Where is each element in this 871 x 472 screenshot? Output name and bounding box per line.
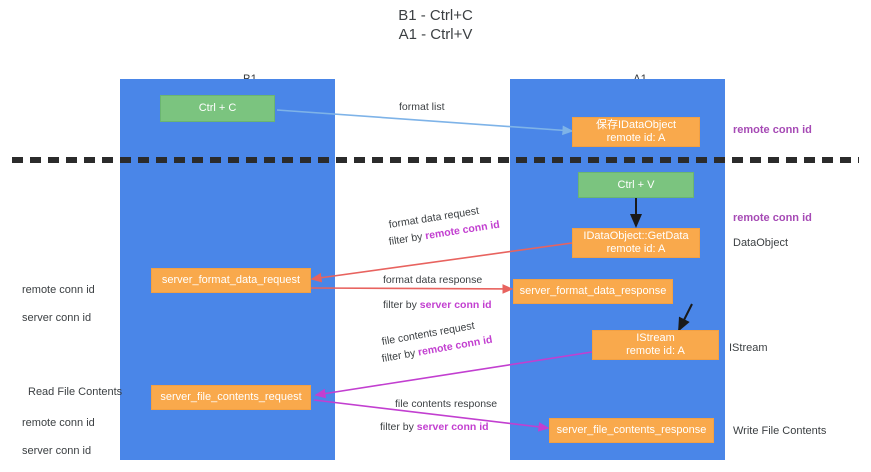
edge-label-highlight: server conn id: [419, 299, 492, 311]
edge-label-format-data-response-line2: filter by server conn id: [383, 299, 492, 312]
annotation-left-conn-ids-2: remote conn id server conn id: [22, 402, 95, 472]
annotation-left-remote-conn-id: remote conn id: [22, 284, 95, 296]
edge-label-file-contents-response: file contents response filter by server …: [380, 398, 498, 434]
annotation-left-server-conn-id: server conn id: [22, 312, 92, 324]
annotation-right-remote-conn-id-getdata: remote conn id: [733, 212, 812, 224]
node-server-file-contents-request[interactable]: server_file_contents_request: [151, 385, 311, 410]
node-save-idataobject[interactable]: 保存IDataObject remote id: A: [572, 117, 700, 147]
annotation-right-dataobject: DataObject: [733, 237, 789, 249]
annotation-right-write-file-contents: Write File Contents: [733, 425, 827, 437]
annotation-left-remote-conn-id-2: remote conn id: [22, 417, 95, 429]
edge-label-file-contents-request: file contents request filter by remote c…: [380, 320, 494, 366]
node-ctrl-c[interactable]: Ctrl + C: [160, 95, 275, 122]
edge-label-format-data-request: format data request filter by remote con…: [387, 205, 501, 249]
edge-label-format-data-response: format data response filter by server co…: [383, 274, 492, 312]
annotation-left-read-file-contents: Read File Contents: [28, 386, 123, 398]
node-istream[interactable]: IStream remote id: A: [592, 330, 719, 360]
annotation-left-conn-ids: remote conn id server conn id: [22, 269, 95, 339]
node-ctrl-v[interactable]: Ctrl + V: [578, 172, 694, 198]
edge-label-prefix: filter by: [380, 346, 420, 365]
node-server-file-contents-response[interactable]: server_file_contents_response: [549, 418, 714, 443]
page-title: B1 - Ctrl+C A1 - Ctrl+V: [398, 7, 473, 43]
edge-label-prefix: filter by: [380, 421, 417, 433]
edge-label-format-list: format list: [399, 101, 445, 113]
annotation-right-remote-conn-id-top: remote conn id: [733, 124, 812, 136]
edge-label-file-contents-response-line2: filter by server conn id: [380, 421, 497, 434]
edge-label-format-data-response-line1: format data response: [383, 274, 483, 286]
node-idataobject-getdata[interactable]: IDataObject::GetData remote id: A: [572, 228, 700, 258]
annotation-right-istream: IStream: [729, 342, 768, 354]
annotation-left-server-conn-id-2: server conn id: [22, 445, 92, 457]
edge-label-prefix: filter by: [387, 230, 427, 248]
node-server-format-data-request[interactable]: server_format_data_request: [151, 268, 311, 293]
edge-label-file-contents-response-line1: file contents response: [395, 398, 498, 410]
edge-label-highlight: server conn id: [416, 421, 489, 433]
edge-label-prefix: filter by: [383, 299, 420, 311]
node-server-format-data-response[interactable]: server_format_data_response: [513, 279, 673, 304]
